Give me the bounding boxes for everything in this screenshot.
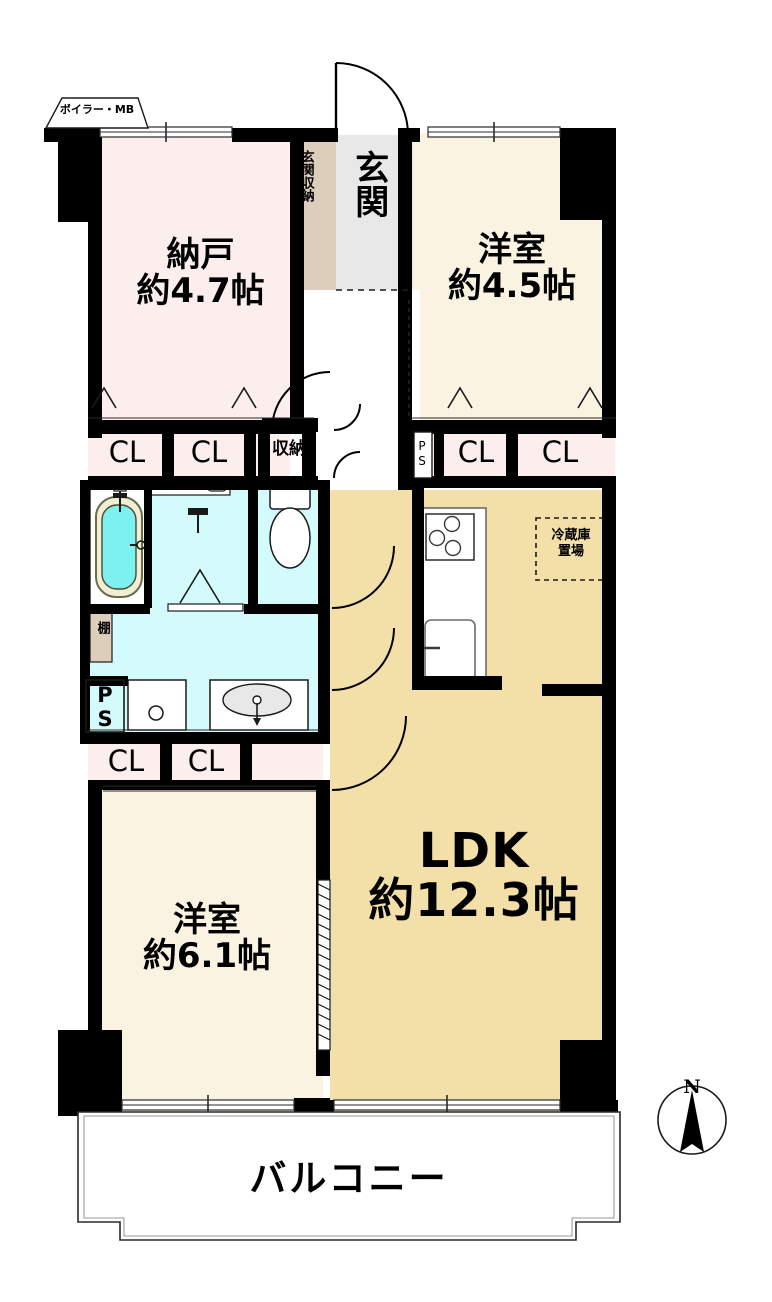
bath-fixtures — [89, 480, 244, 612]
boiler-mb-callout — [44, 97, 149, 129]
closet-fill-lower-left-row — [88, 737, 323, 782]
window-nando — [99, 122, 233, 142]
closet-door-lines — [88, 417, 616, 792]
washer-space-icon — [127, 679, 187, 731]
kitchen-counter — [415, 507, 487, 684]
shuno-door-arc-2 — [333, 451, 361, 479]
room-fill-yoshitsu-61 — [88, 782, 323, 1072]
corner-marks — [91, 386, 603, 409]
entrance-door-arc — [335, 62, 409, 136]
hall-door-arc-2 — [331, 627, 395, 691]
shelf-block — [89, 609, 113, 663]
room-fills — [88, 133, 615, 1112]
windows — [88, 122, 616, 1115]
sliding-partition — [317, 879, 331, 1051]
toilet-tank-icon — [269, 486, 311, 510]
toilet-fixture — [269, 486, 311, 569]
walls — [44, 128, 618, 1116]
washroom-fixtures — [89, 609, 309, 731]
closet-fill-left-row — [88, 433, 313, 480]
balcony-outline — [77, 1111, 621, 1241]
kitchen-sink-icon — [424, 619, 476, 681]
shuno-door-arc-1 — [333, 403, 361, 431]
toilet-bowl-icon — [269, 507, 311, 569]
bath-door-icon — [179, 568, 221, 604]
window-yoshitsu-45 — [427, 122, 561, 142]
compass-rose — [657, 1085, 727, 1155]
door-swings — [271, 62, 409, 791]
hall-door-arc-1 — [331, 545, 395, 609]
ldk-door-arc — [331, 715, 407, 791]
compass-needle-icon — [680, 1090, 704, 1152]
room-fill-nando — [88, 133, 313, 433]
